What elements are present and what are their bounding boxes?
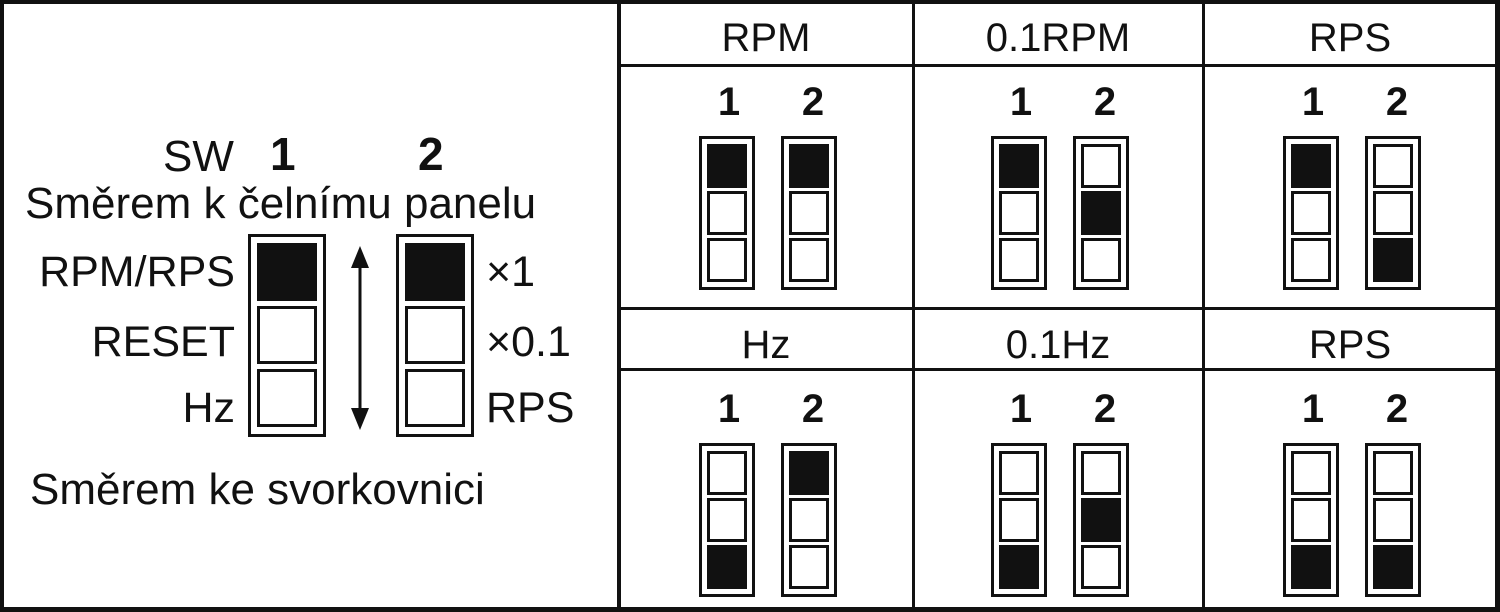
mode-6-sw1-slot-1 bbox=[1291, 451, 1331, 495]
mode-3-sw1-switch bbox=[1283, 136, 1339, 290]
mode-6-sw2-number: 2 bbox=[1385, 387, 1409, 431]
mode-3-sw2-number: 2 bbox=[1385, 80, 1409, 124]
mode-6-sw2-slot-2 bbox=[1373, 498, 1413, 542]
mode-1-sw1-slot-2 bbox=[707, 191, 747, 235]
sw2-pos-label-2: ×0.1 bbox=[486, 318, 571, 366]
top-direction-label: Směrem k čelnímu panelu bbox=[25, 179, 537, 228]
mode-2-sw2-switch bbox=[1073, 136, 1129, 290]
mode-title-1: RPM bbox=[721, 16, 811, 60]
mode-6-sw1-slot-3 bbox=[1291, 545, 1331, 589]
sw2-number: 2 bbox=[418, 128, 444, 180]
mode-6-sw1-switch bbox=[1283, 443, 1339, 597]
mode-3-sw2-slot-1 bbox=[1373, 144, 1413, 188]
mode-title-5: 0.1Hz bbox=[1005, 323, 1111, 367]
mode-3-sw1-slot-1 bbox=[1291, 144, 1331, 188]
outer-border-bottom bbox=[0, 607, 1500, 612]
mode-5-sw1-slot-3 bbox=[999, 545, 1039, 589]
mode-1-sw1-slot-3 bbox=[707, 238, 747, 282]
mode-5-sw1-slot-2 bbox=[999, 498, 1039, 542]
mode-6-sw2-switch bbox=[1365, 443, 1421, 597]
legend-switch-1-slot-2 bbox=[257, 306, 317, 364]
mode-title-2: 0.1RPM bbox=[985, 16, 1131, 60]
sw-label: SW bbox=[163, 132, 234, 181]
mode-title-6: RPS bbox=[1308, 323, 1392, 367]
mode-5-sw2-switch bbox=[1073, 443, 1129, 597]
row-divider-header-2 bbox=[619, 368, 1499, 371]
sw2-pos-label-1: ×1 bbox=[486, 248, 536, 296]
mode-title-3: RPS bbox=[1308, 16, 1392, 60]
mode-4-sw1-slot-2 bbox=[707, 498, 747, 542]
mode-4-sw1-number: 1 bbox=[717, 387, 741, 431]
mode-5-sw2-slot-2 bbox=[1081, 498, 1121, 542]
mode-3-sw1-number: 1 bbox=[1301, 80, 1325, 124]
double-arrow-icon bbox=[351, 246, 369, 430]
legend-switch-2-slot-2 bbox=[405, 306, 465, 364]
mode-6-sw2-slot-3 bbox=[1373, 545, 1413, 589]
mode-6-sw2-slot-1 bbox=[1373, 451, 1413, 495]
row-divider-middle bbox=[619, 307, 1499, 310]
legend-switch-1 bbox=[248, 234, 326, 437]
mode-1-sw1-slot-1 bbox=[707, 144, 747, 188]
row-divider-header-1 bbox=[619, 64, 1499, 67]
col-divider-2 bbox=[1202, 0, 1205, 612]
mode-4-sw1-slot-1 bbox=[707, 451, 747, 495]
mode-4-sw2-slot-1 bbox=[789, 451, 829, 495]
mode-4-sw1-switch bbox=[699, 443, 755, 597]
mode-1-sw2-number: 2 bbox=[801, 80, 825, 124]
bottom-direction-label: Směrem ke svorkovnici bbox=[30, 465, 485, 514]
mode-4-sw2-switch bbox=[781, 443, 837, 597]
mode-2-sw2-slot-1 bbox=[1081, 144, 1121, 188]
mode-2-sw1-slot-2 bbox=[999, 191, 1039, 235]
mode-5-sw1-slot-1 bbox=[999, 451, 1039, 495]
mode-6-sw1-slot-2 bbox=[1291, 498, 1331, 542]
mode-3-sw2-slot-3 bbox=[1373, 238, 1413, 282]
sw1-pos-label-3: Hz bbox=[182, 384, 235, 432]
outer-border-right bbox=[1495, 0, 1500, 612]
mode-5-sw2-slot-3 bbox=[1081, 545, 1121, 589]
mode-1-sw2-slot-2 bbox=[789, 191, 829, 235]
sw1-pos-label-1: RPM/RPS bbox=[39, 248, 235, 296]
mode-1-sw1-number: 1 bbox=[717, 80, 741, 124]
mode-2-sw2-slot-2 bbox=[1081, 191, 1121, 235]
mode-5-sw2-number: 2 bbox=[1093, 387, 1117, 431]
mode-2-sw2-number: 2 bbox=[1093, 80, 1117, 124]
mode-1-sw2-slot-1 bbox=[789, 144, 829, 188]
outer-border-left bbox=[0, 0, 4, 612]
mode-1-sw2-slot-3 bbox=[789, 238, 829, 282]
mode-3-sw1-slot-3 bbox=[1291, 238, 1331, 282]
legend-switch-2-slot-1 bbox=[405, 243, 465, 301]
mode-4-sw2-number: 2 bbox=[801, 387, 825, 431]
mode-5-sw1-switch bbox=[991, 443, 1047, 597]
mode-2-sw2-slot-3 bbox=[1081, 238, 1121, 282]
legend-switch-1-slot-1 bbox=[257, 243, 317, 301]
legend-switch-2-slot-3 bbox=[405, 369, 465, 427]
mode-4-sw2-slot-3 bbox=[789, 545, 829, 589]
mode-5-sw2-slot-1 bbox=[1081, 451, 1121, 495]
mode-5-sw1-number: 1 bbox=[1009, 387, 1033, 431]
panel-divider bbox=[617, 0, 621, 612]
outer-border-top bbox=[0, 0, 1500, 4]
mode-3-sw2-switch bbox=[1365, 136, 1421, 290]
sw1-pos-label-2: RESET bbox=[91, 318, 235, 366]
mode-2-sw1-slot-3 bbox=[999, 238, 1039, 282]
sw2-pos-label-3: RPS bbox=[486, 384, 575, 432]
legend-switch-2 bbox=[396, 234, 474, 437]
mode-2-sw1-number: 1 bbox=[1009, 80, 1033, 124]
mode-2-sw1-slot-1 bbox=[999, 144, 1039, 188]
mode-1-sw1-switch bbox=[699, 136, 755, 290]
legend-switch-1-slot-3 bbox=[257, 369, 317, 427]
mode-3-sw2-slot-2 bbox=[1373, 191, 1413, 235]
mode-4-sw2-slot-2 bbox=[789, 498, 829, 542]
col-divider-1 bbox=[912, 0, 915, 612]
mode-6-sw1-number: 1 bbox=[1301, 387, 1325, 431]
mode-3-sw1-slot-2 bbox=[1291, 191, 1331, 235]
sw1-number: 1 bbox=[270, 128, 296, 180]
mode-title-4: Hz bbox=[741, 323, 791, 367]
mode-2-sw1-switch bbox=[991, 136, 1047, 290]
mode-4-sw1-slot-3 bbox=[707, 545, 747, 589]
mode-1-sw2-switch bbox=[781, 136, 837, 290]
